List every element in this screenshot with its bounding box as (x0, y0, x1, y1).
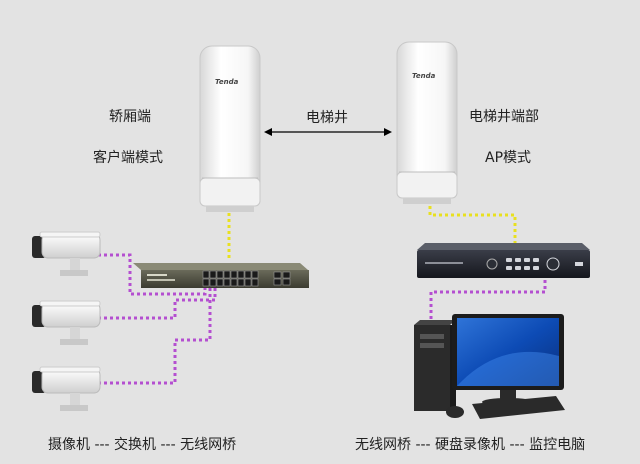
camera-2-icon (32, 300, 101, 345)
network-switch-icon (133, 263, 309, 288)
poe-cables (227, 200, 517, 258)
wireless-bridge-left-icon (199, 45, 261, 212)
nvr-recorder-icon (417, 243, 590, 278)
bottom-left-caption: 摄像机 --- 交换机 --- 无线网桥 (48, 437, 237, 453)
pc-tower-icon (414, 320, 456, 411)
monitor-icon (452, 314, 564, 406)
keyboard-icon (472, 396, 565, 419)
camera-cables (98, 253, 217, 385)
left-mode: 客户端模式 (93, 150, 163, 166)
link-arrow (264, 128, 392, 136)
camera-3-icon (32, 366, 101, 411)
mouse-icon (446, 406, 464, 418)
left-title: 轿厢端 (109, 109, 151, 125)
wireless-bridge-right-icon (396, 41, 458, 204)
camera-1-icon (32, 231, 101, 276)
brand-logo-right: Tenda (412, 72, 436, 80)
bottom-right-caption: 无线网桥 --- 硬盘录像机 --- 监控电脑 (355, 437, 586, 453)
nvr-cables (429, 280, 547, 325)
right-mode: AP模式 (485, 150, 532, 166)
right-title: 电梯井端部 (469, 109, 539, 125)
center-link-label: 电梯井 (306, 110, 348, 126)
brand-logo-left: Tenda (215, 78, 239, 86)
